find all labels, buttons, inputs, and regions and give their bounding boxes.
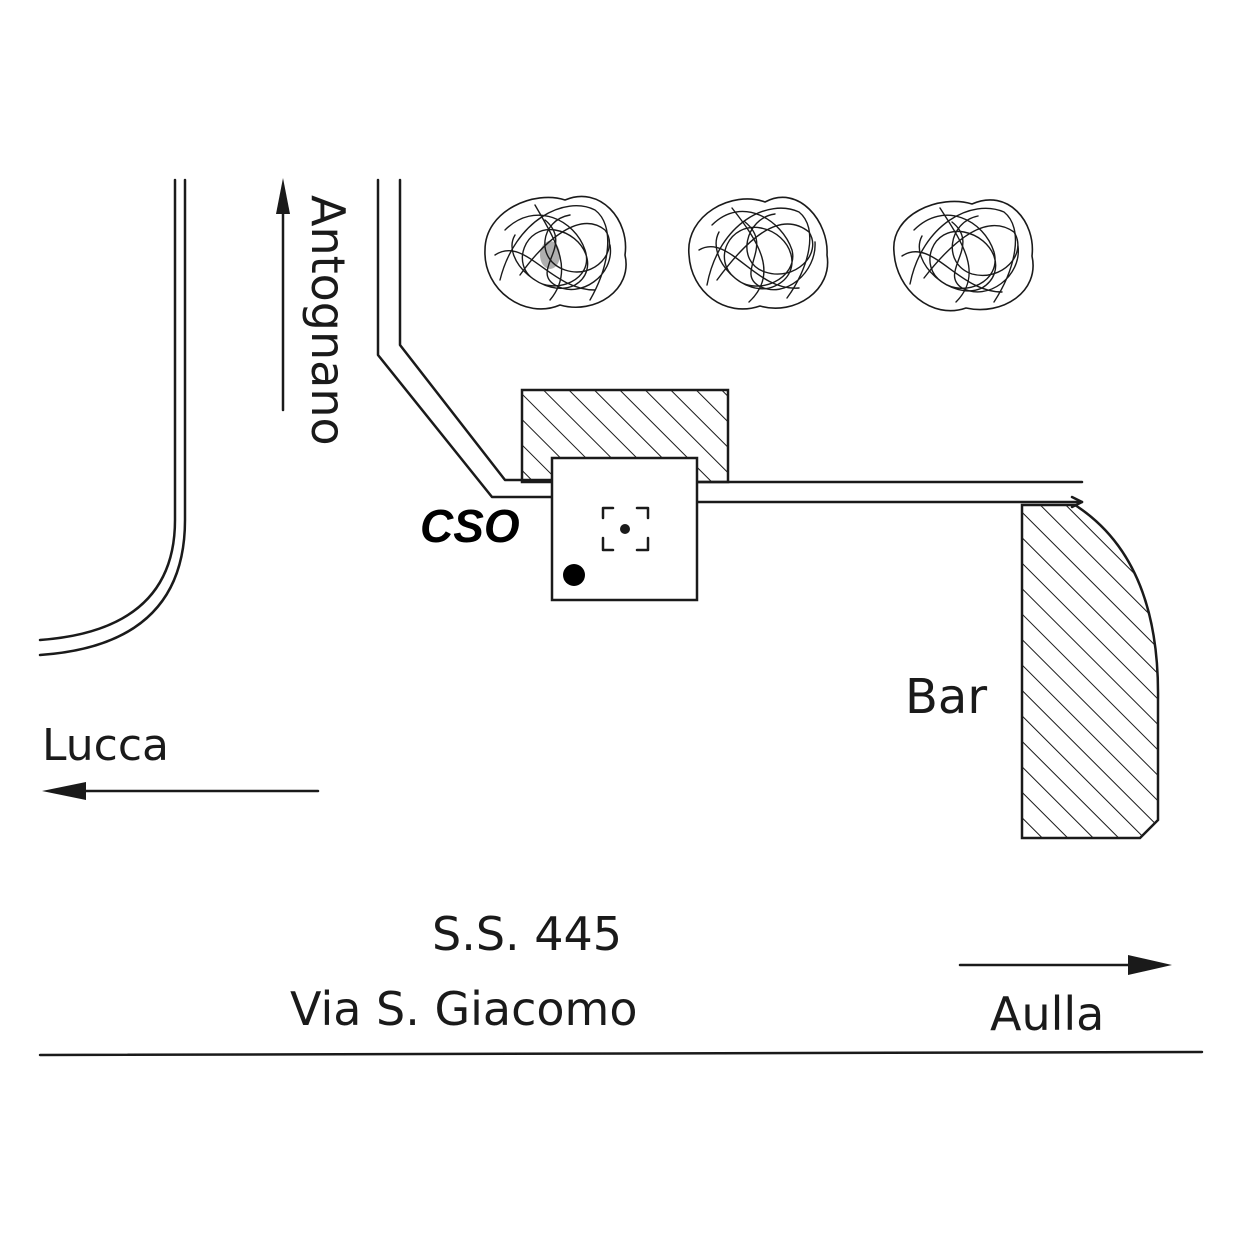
antognano-arrow bbox=[276, 178, 290, 412]
aulla-arrow bbox=[958, 955, 1172, 975]
side-road-right-edge bbox=[376, 178, 1084, 509]
lucca-arrow bbox=[42, 782, 320, 800]
tree-scribble-icon bbox=[893, 199, 1034, 312]
bar-label: Bar bbox=[905, 669, 987, 725]
antognano-label: Antognano bbox=[301, 195, 355, 446]
road-name-label: Via S. Giacomo bbox=[290, 982, 638, 1036]
tree-scribble-icon bbox=[688, 196, 829, 310]
side-road-left-edge bbox=[38, 178, 187, 657]
cso-marker-label: CSO bbox=[420, 500, 520, 552]
aulla-label: Aulla bbox=[990, 987, 1104, 1041]
location-dot-icon bbox=[563, 564, 585, 586]
camera-viewfinder-icon bbox=[601, 506, 650, 552]
main-road-edge bbox=[38, 1050, 1204, 1057]
lucca-label: Lucca bbox=[42, 720, 169, 771]
tree-scribble-icon bbox=[484, 195, 627, 310]
road-number-label: S.S. 445 bbox=[432, 907, 622, 961]
bar-building bbox=[1020, 503, 1160, 840]
